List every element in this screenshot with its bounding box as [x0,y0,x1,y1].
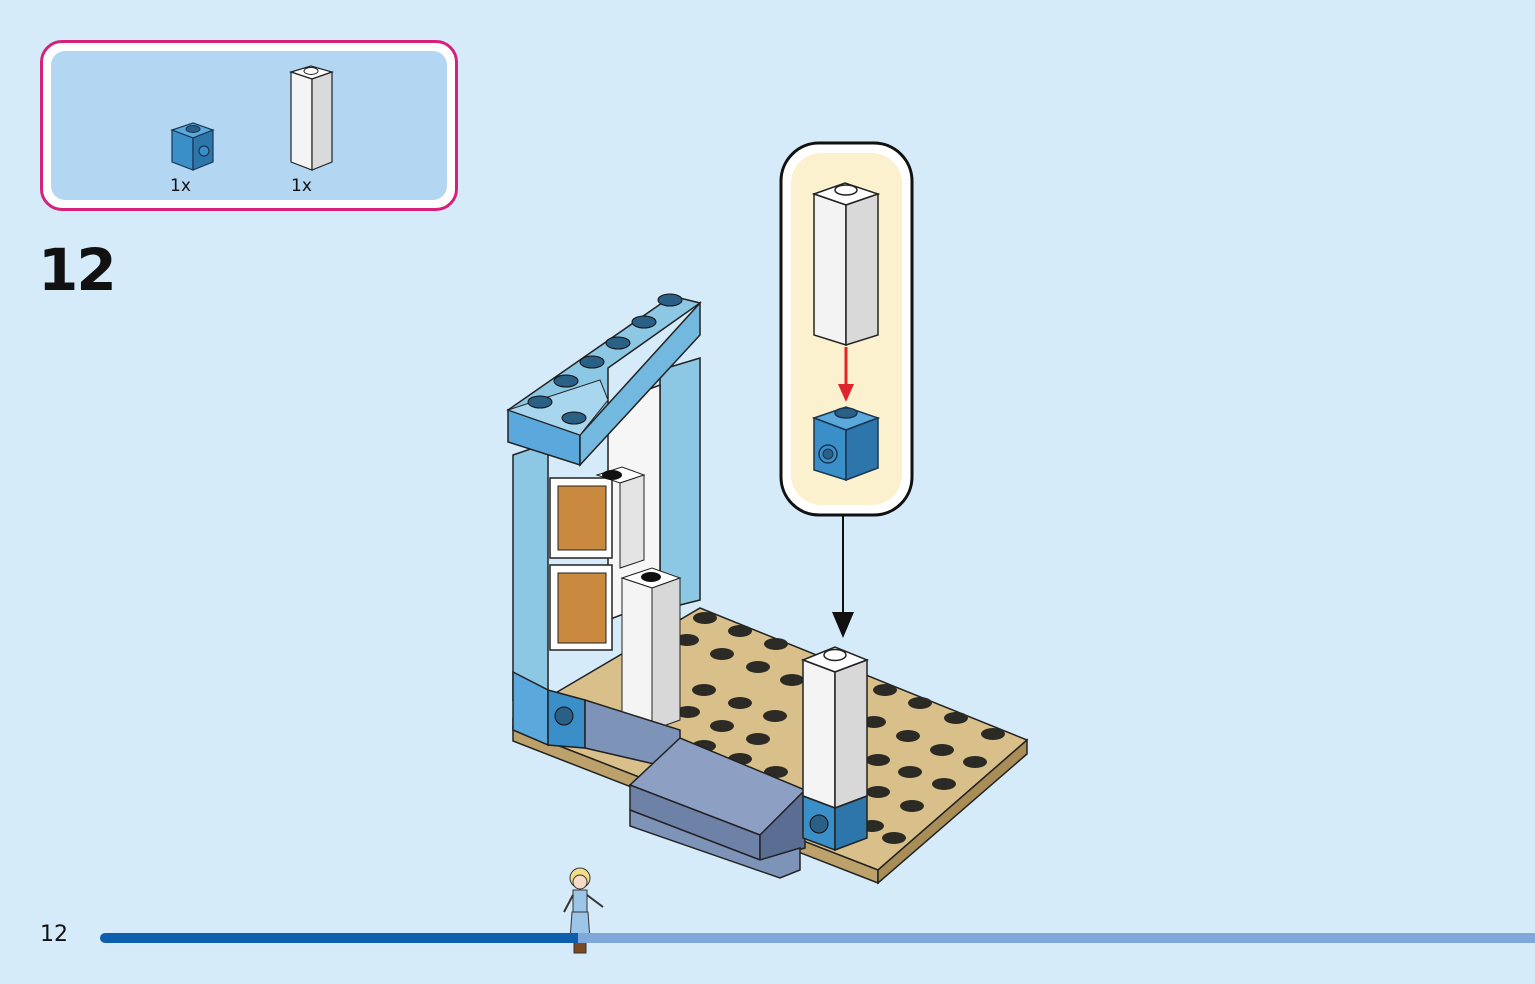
progress-bar-done [100,933,578,943]
model-step [628,737,807,879]
progress-figure-icon [563,867,604,954]
step-number: 12 [38,236,117,304]
parts-list-panel [51,51,447,200]
page-number: 12 [40,922,68,947]
callout-bubble [779,141,914,517]
part-1-quantity: 1x [170,176,191,196]
progress-bar-remaining [578,933,1535,943]
model-new-column [800,646,870,852]
model-wall [506,293,702,771]
part-blue-brick-icon [170,122,215,171]
placement-arrow [832,515,854,638]
parts-list-box [40,40,458,211]
part-2-quantity: 1x [291,176,312,196]
part-white-brick-icon [289,65,334,171]
